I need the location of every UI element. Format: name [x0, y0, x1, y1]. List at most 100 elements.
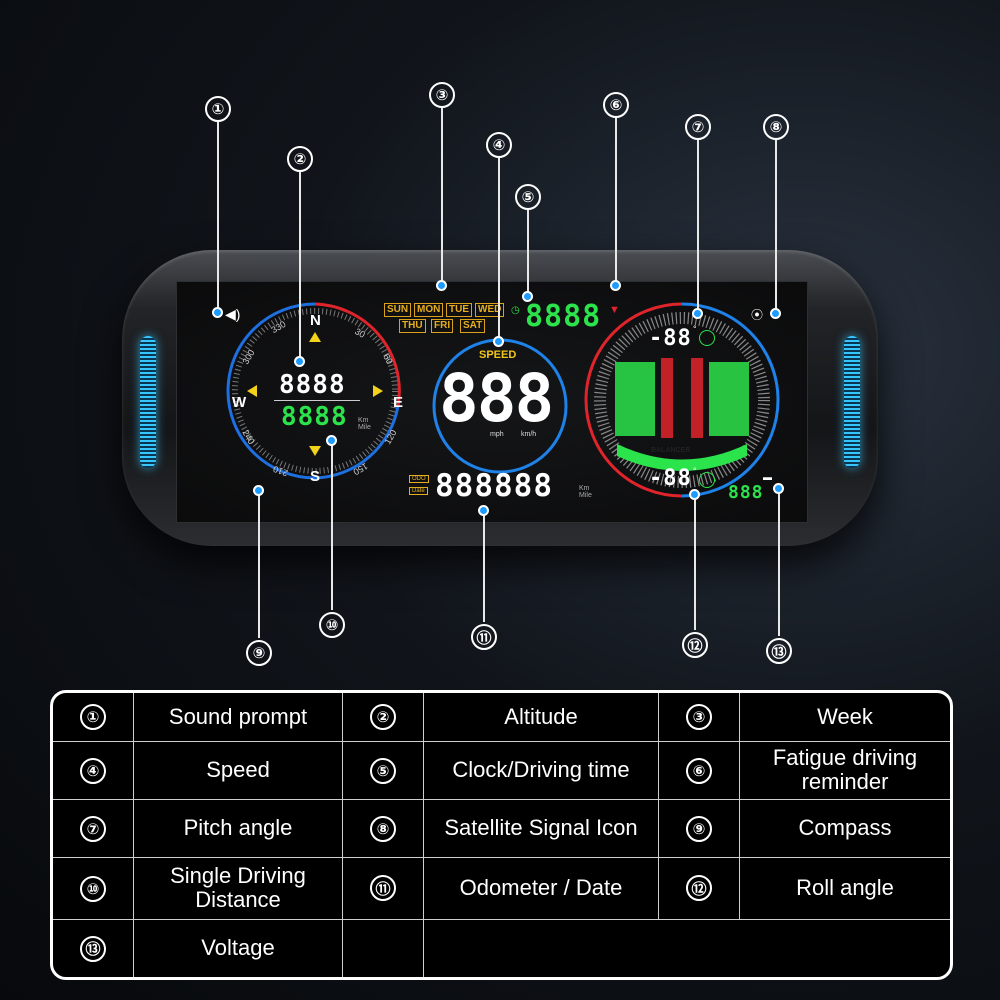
- callout-1: ①: [205, 96, 231, 122]
- callout-12: ⑫: [682, 632, 708, 658]
- callout-dot: [326, 435, 337, 446]
- legend-number: ③: [658, 693, 740, 742]
- compass-dial: [226, 302, 401, 480]
- legend-empty: [342, 918, 424, 977]
- legend-label: Pitch angle: [133, 798, 343, 858]
- callout-dot: [692, 308, 703, 319]
- callout-6: ⑥: [603, 92, 629, 118]
- legend-number: ④: [53, 740, 134, 800]
- callout-dot: [770, 308, 781, 319]
- balancer-label: BALANCER: [651, 447, 691, 454]
- day-sun: SUN: [384, 303, 412, 317]
- degree-sign: °: [693, 466, 697, 476]
- divider: [274, 400, 360, 401]
- odo-unit: Km Mile: [579, 485, 592, 499]
- compass-east: E: [393, 394, 404, 411]
- legend-empty: [423, 918, 950, 977]
- legend-label: Week: [739, 693, 950, 742]
- legend-number: ①: [53, 693, 134, 742]
- trip-distance-readout: 8888: [281, 402, 348, 432]
- compass-south: S: [310, 468, 321, 485]
- battery-icon: ▬: [763, 472, 772, 482]
- inclinometer-dial: [584, 302, 780, 498]
- speaker-icon: ◀): [225, 306, 241, 322]
- clock-icon: ◷: [511, 305, 520, 316]
- callout-13: ⑬: [766, 638, 792, 664]
- legend-number: ⑨: [658, 798, 740, 858]
- legend-number: ⑫: [658, 856, 740, 920]
- legend-number: ⑬: [53, 918, 134, 977]
- legend-number: ⑦: [53, 798, 134, 858]
- callout-10: ⑩: [319, 612, 345, 638]
- roll-icon: [699, 472, 715, 488]
- right-speaker-grille: [844, 336, 860, 468]
- odo-tag: ODO: [409, 475, 429, 483]
- callout-9: ⑨: [246, 640, 272, 666]
- leader-line: [299, 172, 301, 360]
- speed-unit-mph: mph: [490, 431, 504, 438]
- legend-number: ⑥: [658, 740, 740, 800]
- leader-line: [498, 158, 500, 340]
- degree-sign: °: [693, 324, 697, 334]
- leader-line: [697, 140, 699, 312]
- day-fri: FRI: [431, 319, 454, 333]
- day-mon: MON: [414, 303, 444, 317]
- callout-dot: [436, 280, 447, 291]
- legend-label: Satellite Signal Icon: [423, 798, 659, 858]
- legend-label: Odometer / Date: [423, 856, 659, 920]
- fatigue-cup-icon: ▼: [609, 304, 620, 316]
- odometer-readout: 888888: [435, 468, 553, 504]
- date-tag: Date: [409, 487, 428, 495]
- left-speaker-grille: [140, 336, 156, 468]
- callout-dot: [610, 280, 621, 291]
- legend-label: Sound prompt: [133, 693, 343, 742]
- legend-label: Voltage: [133, 918, 343, 977]
- legend-label: Altitude: [423, 693, 659, 742]
- trip-unit: Km Mile: [358, 417, 371, 431]
- clock-readout: 8888: [525, 299, 602, 334]
- leader-line: [217, 122, 219, 312]
- legend-number: ⑧: [342, 798, 424, 858]
- callout-dot: [478, 505, 489, 516]
- legend-label: Roll angle: [739, 856, 950, 920]
- callout-dot: [294, 356, 305, 367]
- callout-dot: [212, 307, 223, 318]
- pitch-icon: [699, 330, 715, 346]
- leader-line: [258, 490, 260, 638]
- legend-number: ②: [342, 693, 424, 742]
- legend-number: ⑩: [53, 856, 134, 920]
- compass-west: W: [232, 394, 247, 411]
- legend-label: Speed: [133, 740, 343, 800]
- day-thu: THU: [399, 319, 426, 333]
- callout-dot: [253, 485, 264, 496]
- callout-5: ⑤: [515, 184, 541, 210]
- legend-label: Compass: [739, 798, 950, 858]
- callout-2: ②: [287, 146, 313, 172]
- callout-dot: [493, 336, 504, 347]
- leader-line: [527, 210, 529, 296]
- day-wed: WED: [475, 303, 505, 317]
- day-sat: SAT: [460, 319, 486, 333]
- legend-table: ① Sound prompt ② Altitude ③ Week ④ Speed…: [50, 690, 953, 980]
- callout-dot: [689, 489, 700, 500]
- leader-line: [694, 494, 696, 630]
- leader-line: [778, 488, 780, 636]
- legend-number: ⑪: [342, 856, 424, 920]
- leader-line: [441, 108, 443, 284]
- leader-line: [615, 118, 617, 284]
- callout-dot: [522, 291, 533, 302]
- callout-7: ⑦: [685, 114, 711, 140]
- day-tue: TUE: [446, 303, 472, 317]
- speed-unit-kmh: km/h: [521, 431, 537, 438]
- legend-label: Fatigue driving reminder: [739, 740, 950, 800]
- callout-3: ③: [429, 82, 455, 108]
- altitude-readout: 8888: [279, 370, 346, 400]
- leader-line: [775, 140, 777, 312]
- pitch-readout: -88: [649, 326, 692, 351]
- satellite-icon: ⦿: [751, 308, 764, 322]
- leader-line: [483, 510, 485, 622]
- legend-number: ⑤: [342, 740, 424, 800]
- speed-readout: 888: [439, 360, 554, 437]
- legend-label: Clock/Driving time: [423, 740, 659, 800]
- leader-line: [331, 440, 333, 610]
